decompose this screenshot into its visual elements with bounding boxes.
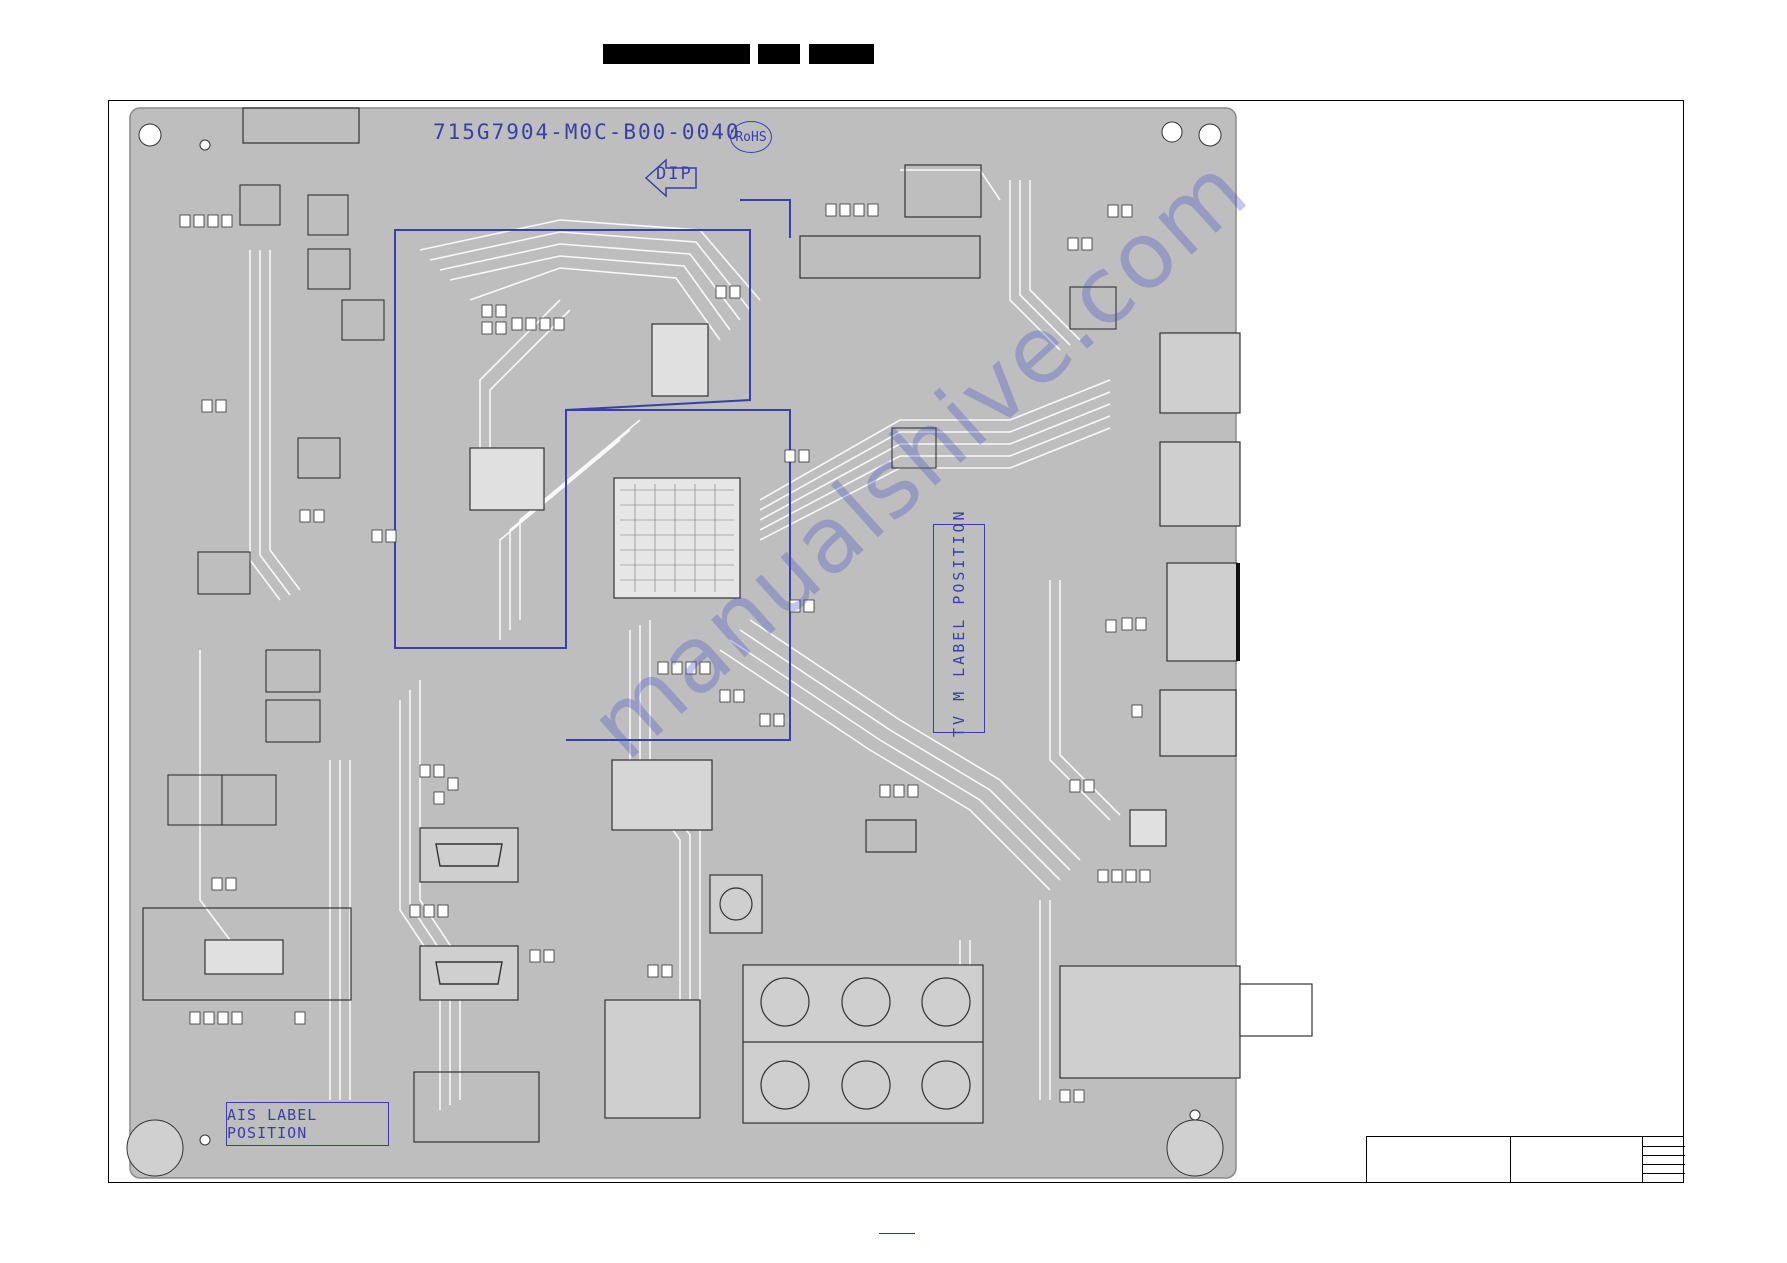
memory-chip <box>651 323 709 397</box>
tvm-label-position <box>933 524 985 733</box>
tuner-connector <box>1239 983 1313 1037</box>
title-block <box>1366 1136 1685 1183</box>
connector <box>904 164 982 218</box>
pcb-part-number: 715G7904-M0C-B00-0040 <box>433 120 741 144</box>
pcb-traces <box>199 169 1121 1110</box>
ic-chip <box>1129 809 1167 847</box>
title-block-row-line <box>1642 1155 1685 1156</box>
shield-outline <box>394 199 791 741</box>
mounting-hole <box>138 123 162 147</box>
mounting-hole <box>1198 123 1222 147</box>
rohs-mark: RoHS <box>730 121 772 153</box>
dip-arrow <box>644 158 697 198</box>
mounting-hole <box>1189 1109 1201 1121</box>
header-redaction-bar-1 <box>603 44 750 64</box>
mounting-hole-large <box>126 1119 184 1177</box>
rca-jack <box>760 977 971 1110</box>
memory-chip <box>469 447 545 511</box>
hdmi-port <box>419 945 519 1001</box>
ir-receiver <box>865 819 917 853</box>
ethernet-port <box>604 999 701 1119</box>
lvds-connector <box>799 235 981 279</box>
main-soc-chip <box>613 477 741 599</box>
ci-slot-edge <box>1236 563 1240 661</box>
spdif-port-ring <box>719 887 753 921</box>
ci-slot <box>1166 562 1238 662</box>
page-link[interactable] <box>879 1232 915 1234</box>
title-block-row-line <box>1642 1164 1685 1165</box>
title-block-divider <box>1510 1137 1511 1182</box>
title-block-divider <box>1642 1137 1643 1182</box>
tuner <box>1059 965 1241 1079</box>
usb-port <box>1159 441 1241 527</box>
tvm-label-text: TV M LABEL POSITION <box>950 508 968 737</box>
mounting-hole <box>199 139 211 151</box>
inductor <box>167 184 1117 826</box>
smd-components <box>179 203 1151 1103</box>
top-connector <box>242 107 360 144</box>
av-block <box>742 964 984 1124</box>
drawing-frame <box>108 100 1684 1183</box>
ais-label-text: AIS LABEL POSITION <box>227 1106 318 1142</box>
rohs-mark-text: RoHS <box>735 129 767 145</box>
dip-arrow-label: DIP <box>656 164 693 184</box>
ais-label-position: AIS LABEL POSITION <box>226 1102 389 1146</box>
usb-port <box>1159 332 1241 414</box>
flash-chip <box>611 759 713 831</box>
hdmi-port <box>419 827 519 883</box>
audio-amp-chip <box>204 939 284 975</box>
title-block-row-line <box>1642 1173 1685 1174</box>
mounting-hole-large <box>1166 1119 1224 1177</box>
mounting-hole <box>1161 121 1183 143</box>
title-block-row-line <box>1642 1146 1685 1147</box>
mounting-hole <box>199 1134 211 1146</box>
spdif-port <box>709 874 763 934</box>
header-redaction-bar-3 <box>809 44 874 64</box>
bottom-connector <box>413 1071 540 1143</box>
audio-connector <box>142 907 352 1001</box>
header-redaction-bar-2 <box>758 44 800 64</box>
headphone-jack <box>1159 689 1237 757</box>
